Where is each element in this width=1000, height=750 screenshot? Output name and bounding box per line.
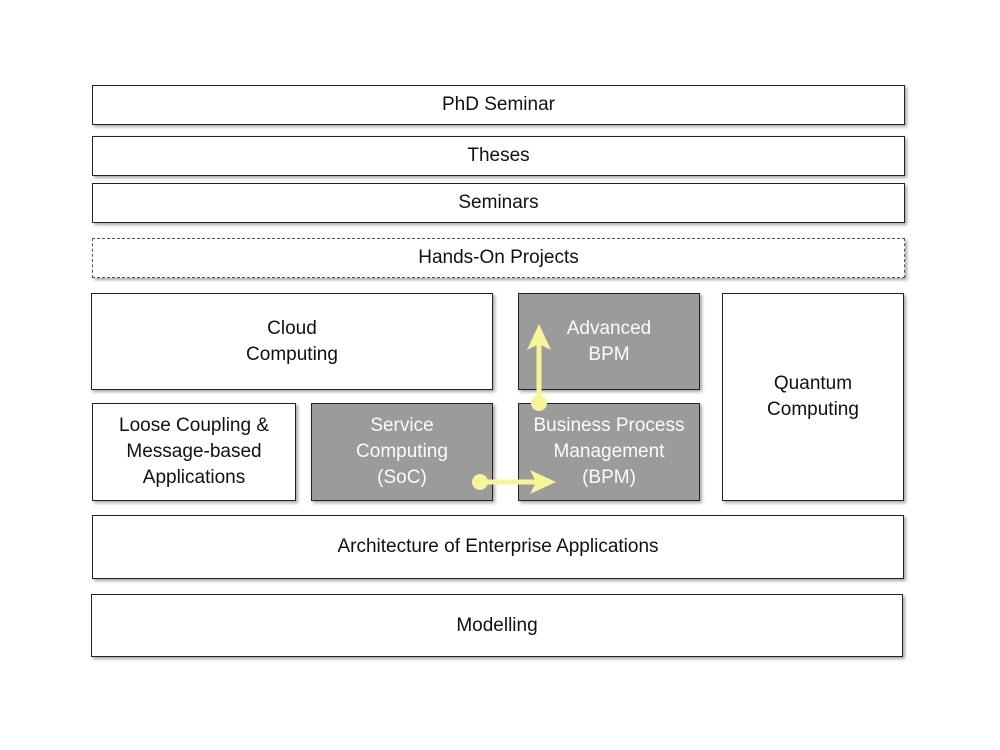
phd-seminar-label: PhD Seminar [442, 94, 555, 115]
hands-on-projects-label: Hands-On Projects [418, 247, 579, 268]
architecture-box: Architecture of Enterprise Applications [92, 515, 904, 579]
advanced-bpm-box: Advanced BPM [518, 293, 700, 390]
hands-on-projects-box: Hands-On Projects [92, 238, 905, 278]
bpm-label: Business Process Management (BPM) [533, 415, 685, 488]
loose-coupling-label: Loose Coupling & Message-based Applicati… [119, 415, 269, 488]
soc-to-bpm-arrow-head [530, 470, 556, 494]
theses-label: Theses [467, 145, 530, 166]
cloud-computing-box: Cloud Computing [91, 293, 493, 390]
soc-to-bpm-arrow-start [472, 474, 488, 490]
modelling-box: Modelling [91, 594, 903, 657]
seminars-label: Seminars [458, 192, 539, 213]
theses-box: Theses [92, 136, 905, 176]
seminars-box: Seminars [92, 183, 905, 223]
soc-to-bpm-arrow [472, 470, 556, 494]
service-computing-label: Service Computing (SoC) [356, 415, 448, 488]
cloud-computing-label: Cloud Computing [246, 317, 338, 365]
bpm-to-advanced-bpm-arrow-start [531, 395, 547, 411]
advanced-bpm-label: Advanced BPM [566, 317, 652, 365]
quantum-computing-box: Quantum Computing [722, 293, 904, 501]
bpm-to-advanced-bpm-arrow-head [527, 324, 551, 350]
loose-coupling-box: Loose Coupling & Message-based Applicati… [92, 403, 296, 501]
architecture-label: Architecture of Enterprise Applications [337, 536, 659, 557]
modelling-label: Modelling [456, 614, 538, 636]
bpm-to-advanced-bpm-arrow [527, 324, 551, 411]
quantum-computing-label: Quantum Computing [767, 373, 859, 420]
service-computing-box: Service Computing (SoC) [311, 403, 493, 501]
phd-seminar-box: PhD Seminar [92, 85, 905, 125]
